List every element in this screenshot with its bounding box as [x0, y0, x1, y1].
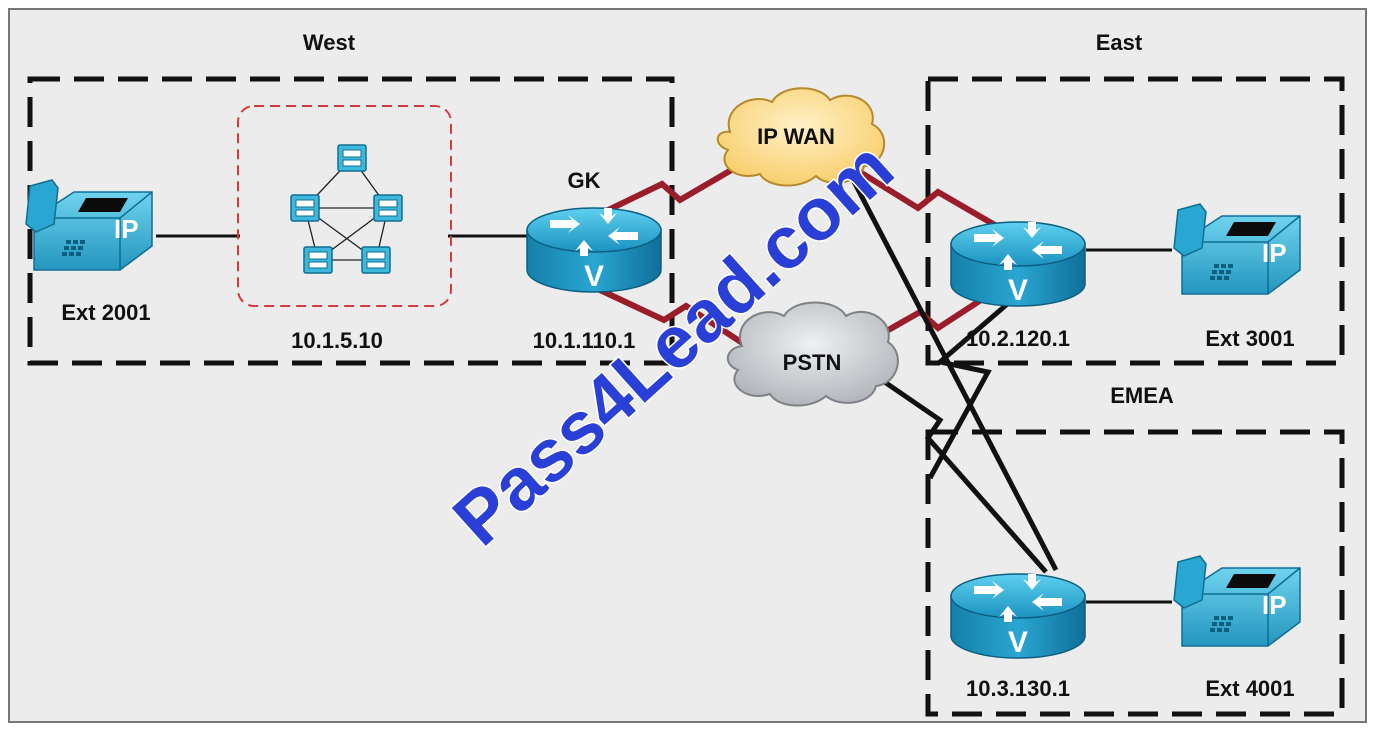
west-region-label: West [303, 30, 356, 55]
ipwan-to-emea-link [847, 172, 1059, 572]
pstn-to-emea-link [868, 369, 1048, 574]
east-to-emea-link [927, 298, 1014, 480]
ip-wan-label: IP WAN [757, 124, 835, 149]
pstn-cloud: PSTN [727, 301, 899, 407]
router-icon[interactable]: V [526, 207, 662, 293]
east-router-address: 10.2.120.1 [966, 326, 1070, 351]
gatekeeper-label: GK [568, 168, 601, 193]
router-v-badge: V [584, 260, 604, 293]
pstn-to-east-link [860, 295, 986, 348]
east-region-label: East [1096, 30, 1143, 55]
server-icon [361, 246, 391, 274]
ip-phone-icon[interactable]: IP [1173, 203, 1301, 295]
server-icon [337, 144, 367, 172]
ip-wan-cloud: IP WAN [716, 87, 886, 187]
emea-phone-label: Ext 4001 [1205, 676, 1294, 701]
server-icon [373, 194, 403, 222]
emea-region-box [925, 429, 1345, 717]
emea-region-label: EMEA [1110, 383, 1174, 408]
server-icon [290, 194, 320, 222]
pstn-label: PSTN [783, 350, 842, 375]
phone-ip-badge: IP [1262, 590, 1287, 620]
phone-ip-badge: IP [114, 214, 139, 244]
west-phone-label: Ext 2001 [61, 300, 150, 325]
ip-phone-icon[interactable]: IP [1173, 555, 1301, 647]
west-region-box [27, 76, 675, 366]
west-to-pstn-link [598, 287, 752, 351]
router-v-badge: V [1008, 274, 1028, 307]
east-region-box [925, 76, 1345, 366]
ipwan-to-east-link [858, 169, 1002, 231]
router-icon[interactable]: V [950, 221, 1086, 307]
router-icon[interactable]: V [950, 573, 1086, 659]
west-router-address: 10.1.110.1 [533, 328, 636, 353]
west-to-ipwan-link [598, 162, 742, 217]
callmanager-cluster[interactable] [290, 144, 403, 274]
ip-phone-icon[interactable]: IP [25, 179, 153, 271]
router-v-badge: V [1008, 626, 1028, 659]
cluster-address-label: 10.1.5.10 [291, 328, 383, 353]
east-phone-label: Ext 3001 [1205, 326, 1294, 351]
server-icon [303, 246, 333, 274]
cluster-box [237, 105, 452, 307]
emea-router-address: 10.3.130.1 [966, 676, 1070, 701]
phone-ip-badge: IP [1262, 238, 1287, 268]
